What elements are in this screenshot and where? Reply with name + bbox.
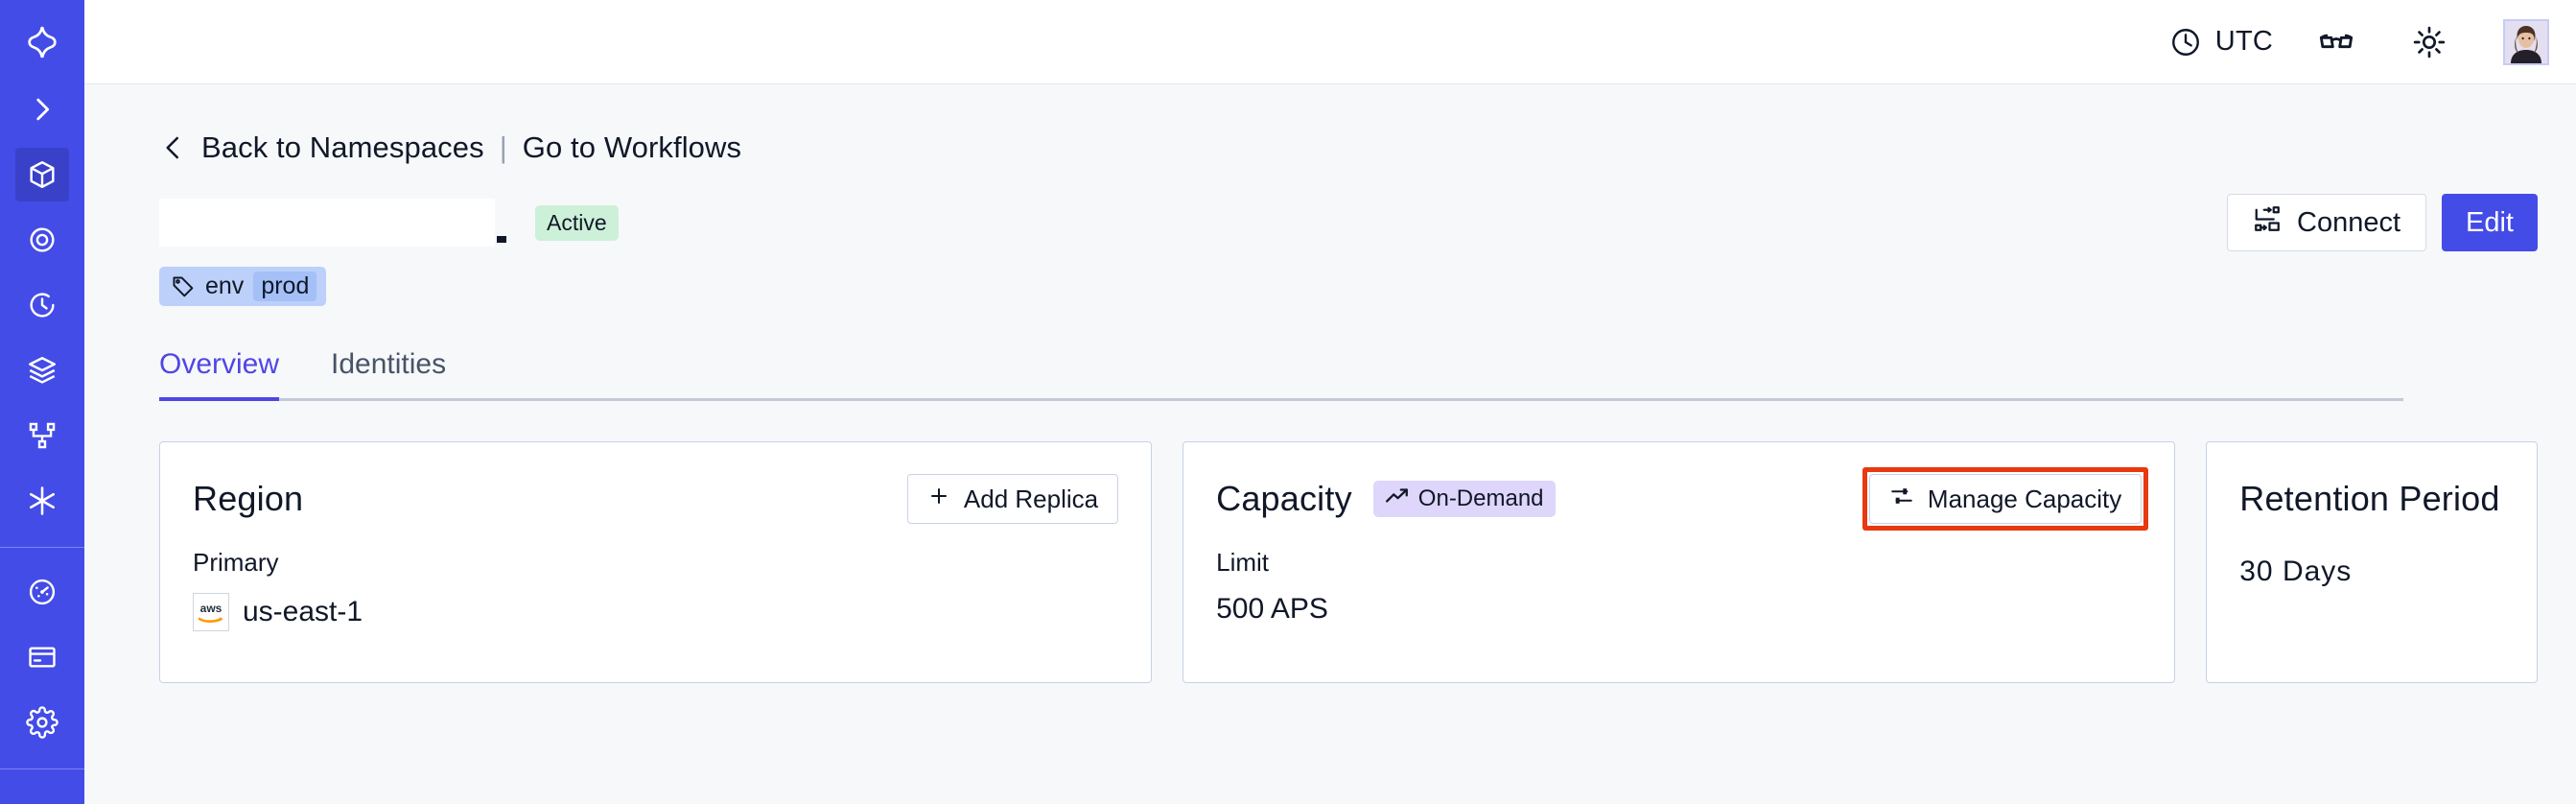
aws-logo-icon: aws [193,593,229,631]
timezone-label: UTC [2214,26,2273,57]
add-replica-label: Add Replica [963,484,1099,513]
region-card: Region Add Replica Primary [159,441,1153,683]
connect-button-label: Connect [2297,206,2401,238]
breadcrumb-back-link[interactable]: Back to Namespaces [201,130,484,164]
on-demand-badge: On-Demand [1372,481,1556,517]
tag-value: prod [253,272,317,301]
breadcrumb-workflows-link[interactable]: Go to Workflows [522,130,742,164]
region-primary-label: Primary [193,548,279,577]
capacity-limit-value: 500 APS [1216,593,1328,625]
manage-capacity-button[interactable]: Manage Capacity [1868,474,2143,524]
connect-icon [2253,204,2282,241]
retention-card-header: Retention Period [2239,471,2504,527]
sidebar-item-schedules[interactable] [15,278,69,332]
avatar[interactable] [2503,18,2549,65]
sidebar-item-usage[interactable] [15,565,69,619]
sidebar-item-observability[interactable] [15,213,69,267]
status-badge: Active [535,204,619,241]
sidebar-expand-chevron-right-icon[interactable] [15,83,69,136]
edit-button-label: Edit [2466,206,2514,238]
tag-env[interactable]: env prod [159,267,327,306]
region-card-header: Region Add Replica [193,471,1119,527]
region-card-title: Region [193,479,304,518]
capacity-card: Capacity On-Demand [1183,441,2176,683]
capacity-card-header: Capacity On-Demand [1216,471,2143,527]
main-area: UTC [84,0,2576,804]
tab-identities[interactable]: Identities [331,348,447,380]
capacity-limit-label: Limit [1216,548,1270,577]
plus-icon [927,485,950,514]
namespace-name [159,199,506,247]
temporal-logo-icon[interactable] [15,15,69,69]
region-value: us-east-1 [243,596,363,627]
clock-icon [2169,26,2202,59]
manage-capacity-label: Manage Capacity [1927,484,2122,513]
sidebar-item-namespaces[interactable] [15,148,69,201]
retention-card: Retention Period 30 Days [2206,441,2538,683]
page-content: Back to Namespaces | Go to Workflows Act… [84,84,2576,804]
sidebar-item-nexus[interactable] [15,474,69,528]
svg-text:aws: aws [200,602,222,615]
sidebar-divider-top [0,547,84,548]
sidebar-item-settings[interactable] [15,696,69,749]
tab-overview[interactable]: Overview [159,348,280,401]
overview-cards: Region Add Replica Primary [159,441,2538,683]
connect-button[interactable]: Connect [2227,194,2427,251]
sliders-icon [1889,484,1914,515]
trending-up-icon [1385,485,1410,512]
top-bar: UTC [84,0,2576,84]
primary-sidebar [0,0,84,804]
sidebar-item-workflows[interactable] [15,409,69,462]
breadcrumb: Back to Namespaces | Go to Workflows [159,130,2538,165]
namespace-title-row: Active Connect [159,194,2538,251]
sun-icon[interactable] [2411,24,2447,60]
sidebar-item-deployments[interactable] [15,343,69,397]
tag-key: env [205,272,245,299]
retention-value: 30 Days [2239,556,2353,587]
edit-button[interactable]: Edit [2442,194,2538,251]
breadcrumb-separator: | [499,130,507,164]
capacity-card-title: Capacity [1216,479,1352,518]
timezone-selector[interactable]: UTC [2169,26,2273,59]
namespace-tags: env prod [159,267,2538,306]
retention-card-title: Retention Period [2239,479,2500,518]
sidebar-item-billing[interactable] [15,630,69,684]
region-value-row: aws us-east-1 [193,593,1118,631]
chevron-left-icon[interactable] [159,131,188,164]
tag-icon [171,274,196,299]
namespace-actions: Connect Edit [2227,194,2538,251]
tab-bar: Overview Identities [159,348,2403,401]
glasses-icon[interactable] [2317,23,2355,61]
add-replica-button[interactable]: Add Replica [906,474,1119,524]
on-demand-badge-label: On-Demand [1417,485,1544,511]
